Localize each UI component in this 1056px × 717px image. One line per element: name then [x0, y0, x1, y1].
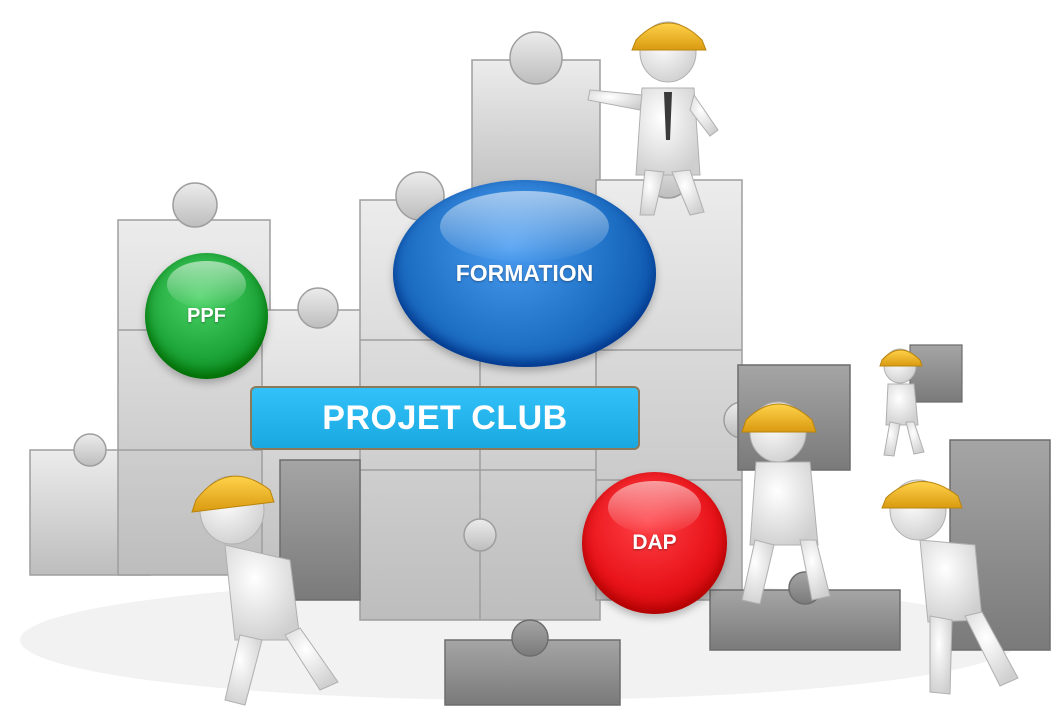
hard-hat-icon	[741, 403, 817, 433]
formation-label: FORMATION	[455, 260, 594, 286]
projet-club-label: PROJET CLUB	[322, 398, 568, 437]
ppf-bubble: PPF	[145, 253, 268, 379]
hard-hat-icon	[631, 22, 707, 51]
hard-hat-icon	[879, 349, 923, 367]
puzzle-piece-icon	[709, 571, 901, 651]
puzzle-piece-icon	[909, 344, 963, 403]
hard-hat-icon	[881, 481, 963, 509]
ppf-label: PPF	[187, 304, 226, 327]
worker-figure	[587, 21, 719, 216]
dap-label: DAP	[632, 531, 677, 554]
puzzle-piece-icon	[279, 459, 361, 601]
formation-bubble: FORMATION	[393, 180, 656, 367]
worker-figure	[191, 459, 361, 706]
hard-hat-icon	[191, 475, 275, 513]
dap-bubble: DAP	[582, 472, 727, 614]
worker-figure	[737, 364, 851, 605]
worker-figure	[881, 439, 1051, 695]
worker-figure	[879, 344, 963, 457]
projet-club-banner: PROJET CLUB	[250, 386, 640, 450]
puzzle-piece-icon	[444, 619, 621, 706]
